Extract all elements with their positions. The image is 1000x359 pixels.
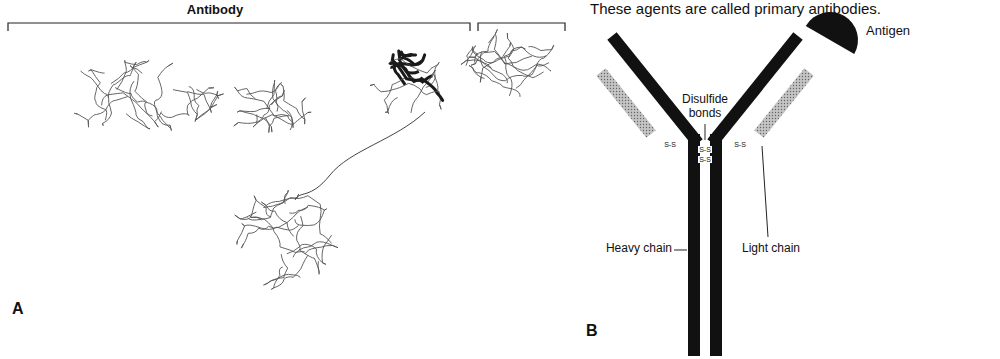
bond-label: S-S <box>698 156 712 163</box>
ribbon-strand <box>461 46 491 68</box>
leader-line <box>674 250 687 251</box>
ribbon-strand <box>263 196 331 244</box>
ribbon-strand <box>173 87 199 122</box>
ribbon-strand <box>264 254 301 285</box>
bracket <box>478 23 565 31</box>
ribbon-strand <box>161 88 214 118</box>
ribbon-strand <box>241 207 307 248</box>
ribbon-strand <box>250 216 305 253</box>
panel-label: B <box>586 322 598 340</box>
ribbon-strand <box>248 190 289 220</box>
ribbon-strand <box>504 47 546 96</box>
ribbon-strand <box>102 93 162 127</box>
ribbon-strand <box>392 55 442 101</box>
part-label: Heavy chain <box>606 242 672 256</box>
bond-label: S-S <box>698 146 712 153</box>
ribbon-strand <box>237 224 299 245</box>
part-label: Light chain <box>742 242 800 256</box>
heavy-chain <box>612 36 798 356</box>
ribbon-strand <box>267 80 293 130</box>
ribbon-strand <box>488 29 543 77</box>
hinge-linker <box>295 112 425 200</box>
ribbon-strand <box>271 255 308 289</box>
ribbon-strand <box>480 51 548 81</box>
panel-label: Antibody <box>187 3 243 18</box>
leader-line <box>705 124 706 140</box>
panel-label: A <box>12 300 24 318</box>
ribbon-strand <box>247 83 282 112</box>
ribbon-strand <box>261 194 298 236</box>
part-label: Antigen <box>866 24 910 39</box>
ribbon-strand <box>265 111 293 133</box>
ribbon-strand <box>293 242 338 258</box>
ribbon-strand <box>126 81 150 129</box>
ribbon-strand <box>117 60 149 89</box>
ribbon-strand <box>74 97 127 128</box>
ribbon-strand <box>154 63 172 128</box>
ribbon-strand <box>187 89 223 112</box>
ribbon-strand <box>81 71 112 126</box>
ribbon-strand <box>297 216 320 274</box>
leader-line <box>762 146 768 237</box>
ribbon-strand <box>115 88 171 131</box>
part-label: Disulfide bonds <box>673 93 737 121</box>
bond-label: S-S <box>663 141 677 148</box>
ribbon-strand <box>237 108 272 132</box>
ribbon-structure <box>74 29 553 289</box>
ribbon-strand <box>89 70 107 121</box>
ribbon-strand <box>469 65 520 96</box>
ribbon-strand <box>235 87 290 116</box>
bracket <box>8 23 470 31</box>
ribbon-strand <box>516 45 554 88</box>
bond-label: S-S <box>733 141 747 148</box>
ribbon-strand <box>370 83 440 94</box>
ribbon-strand <box>281 84 305 124</box>
part-label: These agents are called primary antibodi… <box>590 0 881 17</box>
